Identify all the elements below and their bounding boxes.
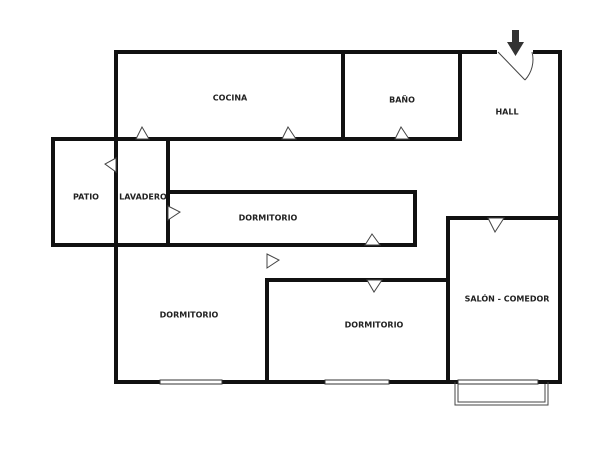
window bbox=[457, 379, 539, 385]
balcony bbox=[454, 382, 549, 406]
door-dormitorio-3[interactable] bbox=[366, 279, 383, 293]
wall-dormitorio-1 bbox=[166, 190, 417, 247]
door-lavadero[interactable] bbox=[167, 205, 181, 221]
door-cocina-1[interactable] bbox=[135, 125, 150, 140]
door-patio[interactable] bbox=[104, 157, 117, 173]
room-label-salon: SALÓN - COMEDOR bbox=[465, 293, 550, 304]
down-arrow-icon bbox=[507, 30, 524, 56]
window bbox=[324, 379, 390, 385]
door-dormitorio-2[interactable] bbox=[266, 253, 280, 269]
door-swing bbox=[524, 51, 534, 81]
room-label-hall: HALL bbox=[495, 108, 518, 117]
door-bano[interactable] bbox=[394, 126, 410, 140]
room-label-patio: PATIO bbox=[73, 193, 99, 202]
balcony-inner bbox=[457, 384, 546, 403]
window bbox=[159, 379, 223, 385]
room-label-lavadero: LAVADERO bbox=[119, 193, 167, 202]
room-label-bano: BAÑO bbox=[389, 95, 415, 105]
door-dormitorio-1[interactable] bbox=[364, 233, 381, 246]
windows bbox=[159, 379, 549, 406]
door-salon[interactable] bbox=[487, 217, 505, 234]
room-label-dormitorio-1: DORMITORIO bbox=[239, 214, 298, 223]
door-cocina-2[interactable] bbox=[281, 126, 297, 140]
room-label-dormitorio-2: DORMITORIO bbox=[160, 311, 219, 320]
room-label-cocina: COCINA bbox=[213, 94, 248, 103]
entrance-door[interactable] bbox=[497, 51, 526, 81]
wall-salon bbox=[446, 216, 562, 384]
walls bbox=[51, 50, 562, 384]
room-label-dormitorio-3: DORMITORIO bbox=[345, 321, 404, 330]
